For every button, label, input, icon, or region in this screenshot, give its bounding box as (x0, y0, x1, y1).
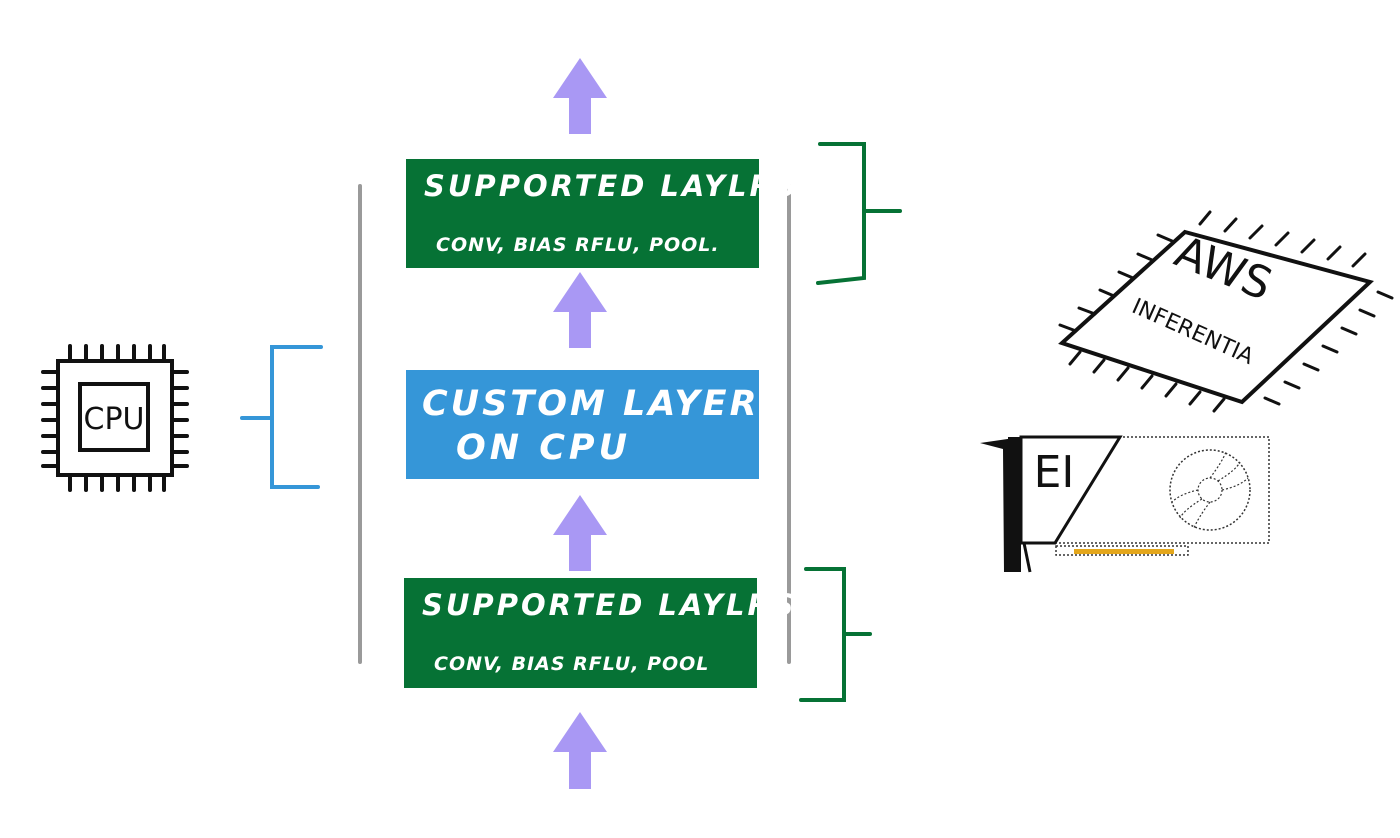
accelerator-bracket-upper (816, 142, 902, 285)
supported-layers-bottom-title: SUPPORTED LAYLRS (422, 588, 797, 622)
accelerator-bracket-lower (799, 567, 872, 702)
supported-layers-bottom: SUPPORTED LAYLRS CONV, BIAS RFLU, POOL (404, 578, 794, 688)
ei-card-label: EI (1034, 447, 1075, 498)
supported-layers-bottom-subtitle: CONV, BIAS RFLU, POOL (434, 653, 710, 675)
flow-arrow-lower (553, 495, 607, 571)
cpu-chip-icon (41, 344, 189, 492)
elastic-inference-card-icon (980, 435, 1270, 573)
supported-layers-top-subtitle: CONV, BIAS RFLU, POOL. (436, 234, 720, 256)
custom-layer-cpu: CUSTOM LAYER ON CPU (406, 370, 759, 479)
custom-layer-line1: CUSTOM LAYER (422, 384, 760, 424)
custom-layer-line2: ON CPU (456, 428, 631, 468)
flow-arrow-upper (553, 272, 607, 348)
cpu-bracket (240, 345, 323, 489)
inferentia-chip-icon (1058, 210, 1394, 413)
flow-arrow-top (553, 58, 607, 134)
cpu-chip-label: CPU (84, 402, 145, 437)
supported-layers-top: SUPPORTED LAYLRS CONV, BIAS RFLU, POOL. (406, 159, 796, 268)
flow-arrow-bottom (553, 712, 607, 789)
supported-layers-top-title: SUPPORTED LAYLRS (424, 169, 799, 203)
